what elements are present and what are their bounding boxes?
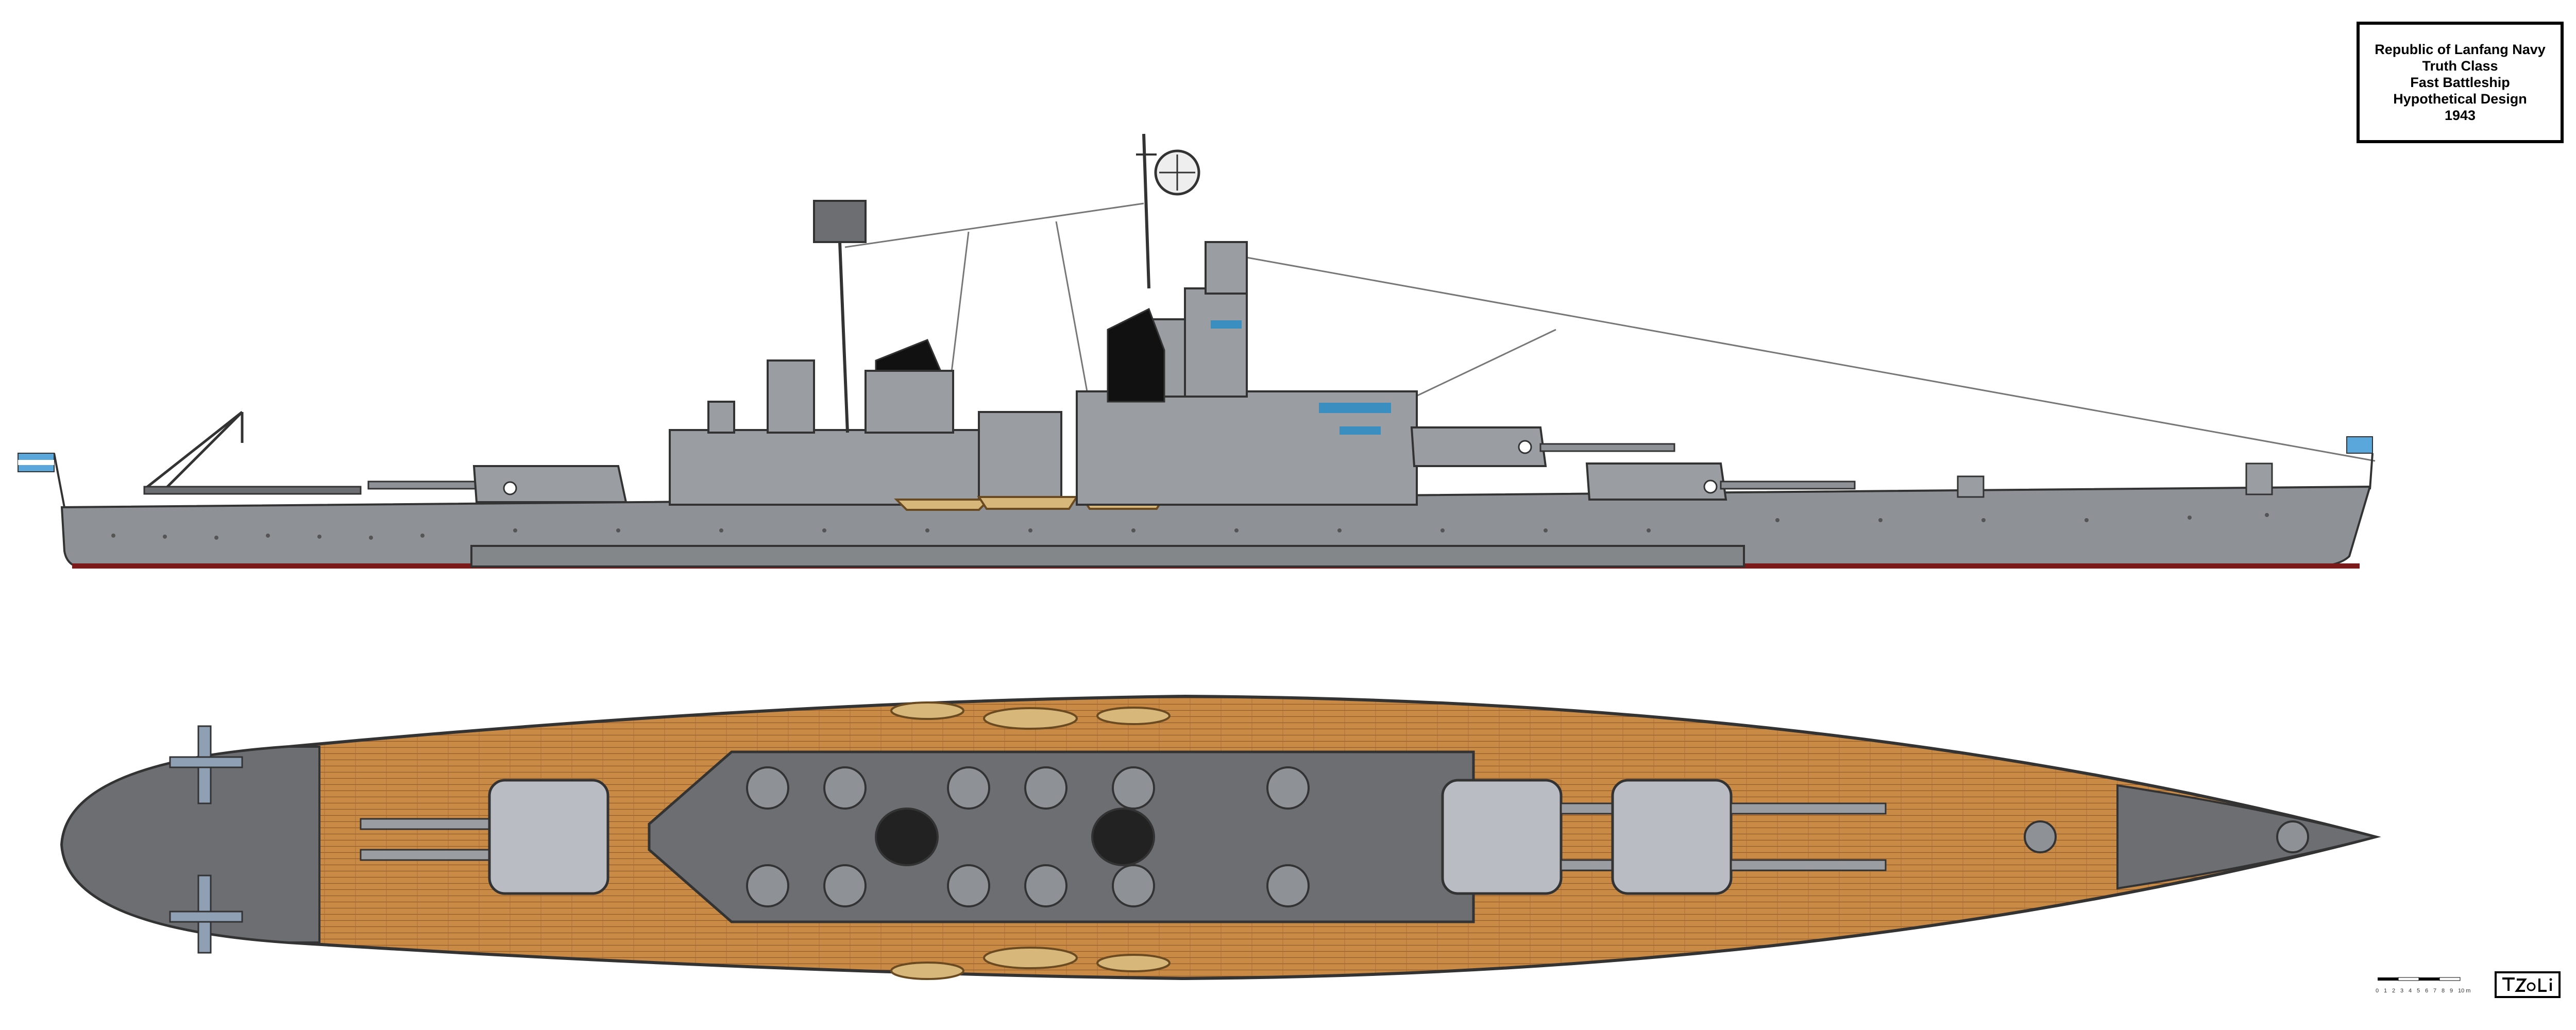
top-view xyxy=(60,694,2381,981)
portholes-row xyxy=(111,513,2269,540)
scale-label: 7 xyxy=(2433,988,2437,994)
rigging-lines xyxy=(844,202,2376,462)
title-type: Fast Battleship xyxy=(2410,75,2510,90)
scale-label: 10 m xyxy=(2458,988,2471,994)
bow-aa-mounts xyxy=(2024,820,2309,853)
scale-label: 5 xyxy=(2417,988,2420,994)
bridge-windows xyxy=(1211,320,1391,435)
signature-logo xyxy=(2495,971,2561,998)
catapult xyxy=(143,486,362,495)
title-class: Truth Class xyxy=(2422,58,2498,74)
forward-funnel xyxy=(1107,307,1165,403)
side-profile xyxy=(18,133,2376,569)
aft-mast xyxy=(813,200,867,433)
title-year: 1943 xyxy=(2444,108,2476,123)
boats-top xyxy=(890,701,1171,980)
aft-funnel-base xyxy=(865,370,954,434)
scale-label: 6 xyxy=(2425,988,2429,994)
title-status: Hypothetical Design xyxy=(2393,91,2527,107)
scale-label: 9 xyxy=(2450,988,2453,994)
funnel-top-fwd xyxy=(1091,808,1155,866)
bow-deck xyxy=(2116,784,2379,890)
scale-label: 4 xyxy=(2409,988,2412,994)
forward-turrets-side xyxy=(1410,426,1856,501)
secondary-mounts-top xyxy=(746,766,1310,907)
scale-label: 8 xyxy=(2442,988,2445,994)
stern-deck xyxy=(60,746,320,943)
stern-flag xyxy=(18,453,65,508)
turret-aft-top xyxy=(360,779,609,895)
bow-fittings xyxy=(1957,462,2273,498)
title-navy: Republic of Lanfang Navy xyxy=(2375,42,2546,57)
forward-mast xyxy=(1136,133,1200,289)
funnel-top-aft xyxy=(875,808,939,866)
scale-label: 3 xyxy=(2400,988,2404,994)
scale-bar xyxy=(2378,977,2461,981)
rear-turret-side xyxy=(367,465,628,503)
aircraft-top xyxy=(169,725,243,954)
scale-label: 0 xyxy=(2376,988,2379,994)
bow-flag xyxy=(2346,436,2374,490)
turret-fwd-2-top xyxy=(1611,779,1887,895)
title-block: Republic of Lanfang Navy Truth Class Fas… xyxy=(2357,22,2564,143)
aircraft-crane xyxy=(143,411,244,490)
scale-label: 1 xyxy=(2384,988,2387,994)
armor-belt xyxy=(470,545,1745,568)
logo-lettering xyxy=(2502,977,2552,992)
main-turrets-top xyxy=(360,779,1887,895)
scale-label: 2 xyxy=(2392,988,2396,994)
